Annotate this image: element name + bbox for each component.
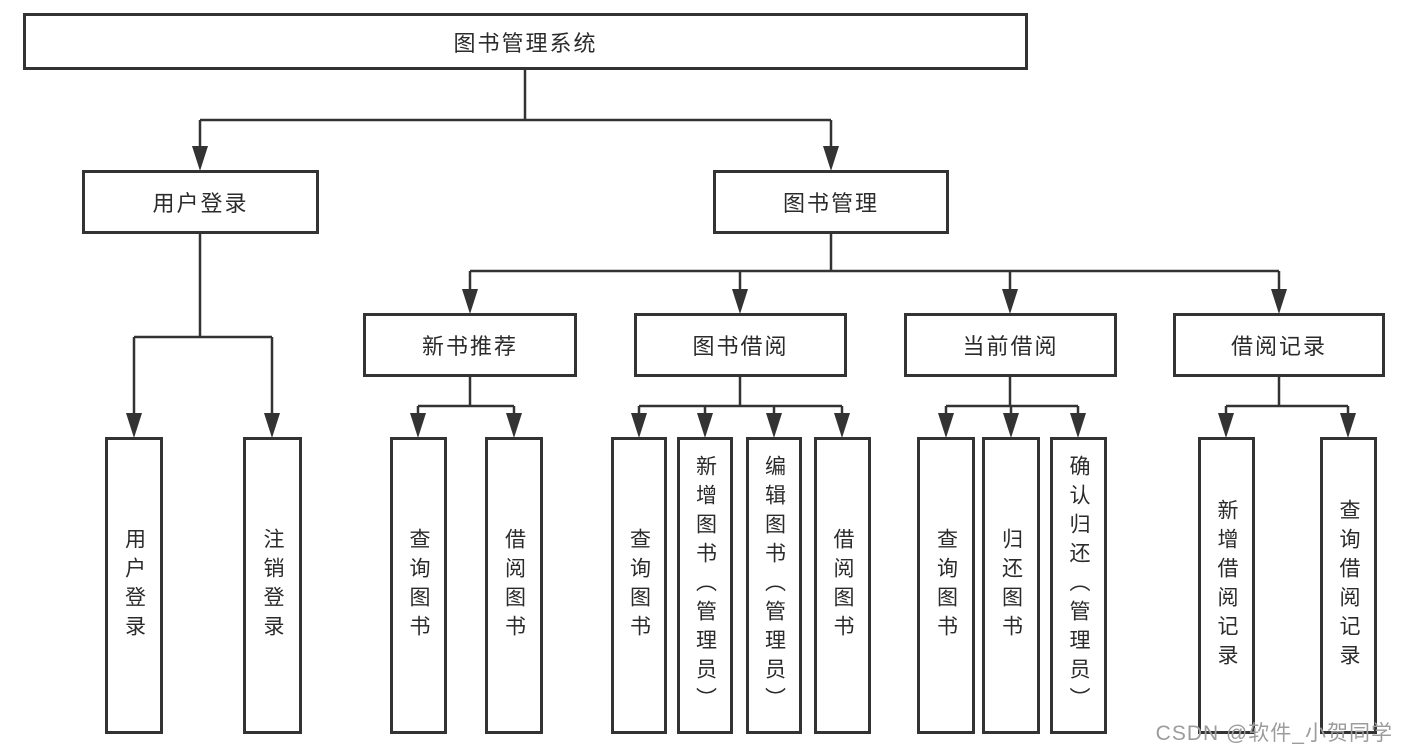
node-book-management: 图书管理 [713, 170, 949, 234]
leaf-query-books-recommend-label: 查询图书 [407, 527, 431, 644]
node-new-book-recommend: 新书推荐 [363, 313, 577, 377]
arrowheads [126, 146, 1356, 438]
connector-lines [132, 70, 1350, 415]
leaf-confirm-return-admin-label: 确认归还（管理员） [1067, 455, 1091, 716]
node-current-borrow: 当前借阅 [904, 313, 1117, 377]
leaf-edit-books-admin-label: 编辑图书（管理员） [762, 455, 786, 716]
leaf-query-borrow-record-label: 查询借阅记录 [1337, 498, 1361, 673]
leaf-add-borrow-record: 新增借阅记录 [1198, 437, 1255, 734]
leaf-query-books-current-label: 查询图书 [934, 527, 958, 644]
leaf-borrow-books-recommend: 借阅图书 [485, 437, 543, 734]
node-root: 图书管理系统 [23, 13, 1028, 70]
leaf-confirm-return-admin: 确认归还（管理员） [1050, 437, 1107, 734]
leaf-edit-books-admin: 编辑图书（管理员） [746, 437, 802, 734]
node-user-login: 用户登录 [82, 170, 319, 234]
leaf-user-login-label: 用户登录 [122, 527, 146, 644]
leaf-query-books-borrow: 查询图书 [611, 437, 667, 734]
leaf-borrow-books-recommend-label: 借阅图书 [502, 527, 526, 644]
leaf-logout-login-label: 注销登录 [261, 527, 285, 644]
leaf-add-books-admin: 新增图书（管理员） [677, 437, 733, 734]
leaf-query-books-borrow-label: 查询图书 [627, 527, 651, 644]
leaf-user-login: 用户登录 [105, 437, 163, 734]
leaf-query-borrow-record: 查询借阅记录 [1320, 437, 1377, 734]
leaf-return-books: 归还图书 [982, 437, 1040, 734]
node-borrow-record: 借阅记录 [1173, 313, 1385, 377]
csdn-watermark: CSDN @软件_小贺同学 [1155, 722, 1393, 745]
node-book-borrow: 图书借阅 [634, 313, 847, 377]
leaf-borrow-books-borrow: 借阅图书 [814, 437, 871, 734]
leaf-query-books-recommend: 查询图书 [390, 437, 447, 734]
leaf-logout-login: 注销登录 [243, 437, 302, 734]
leaf-add-books-admin-label: 新增图书（管理员） [693, 455, 717, 716]
leaf-query-books-current: 查询图书 [917, 437, 975, 734]
leaf-borrow-books-borrow-label: 借阅图书 [831, 527, 855, 644]
leaf-add-borrow-record-label: 新增借阅记录 [1215, 498, 1239, 673]
leaf-return-books-label: 归还图书 [999, 527, 1023, 644]
